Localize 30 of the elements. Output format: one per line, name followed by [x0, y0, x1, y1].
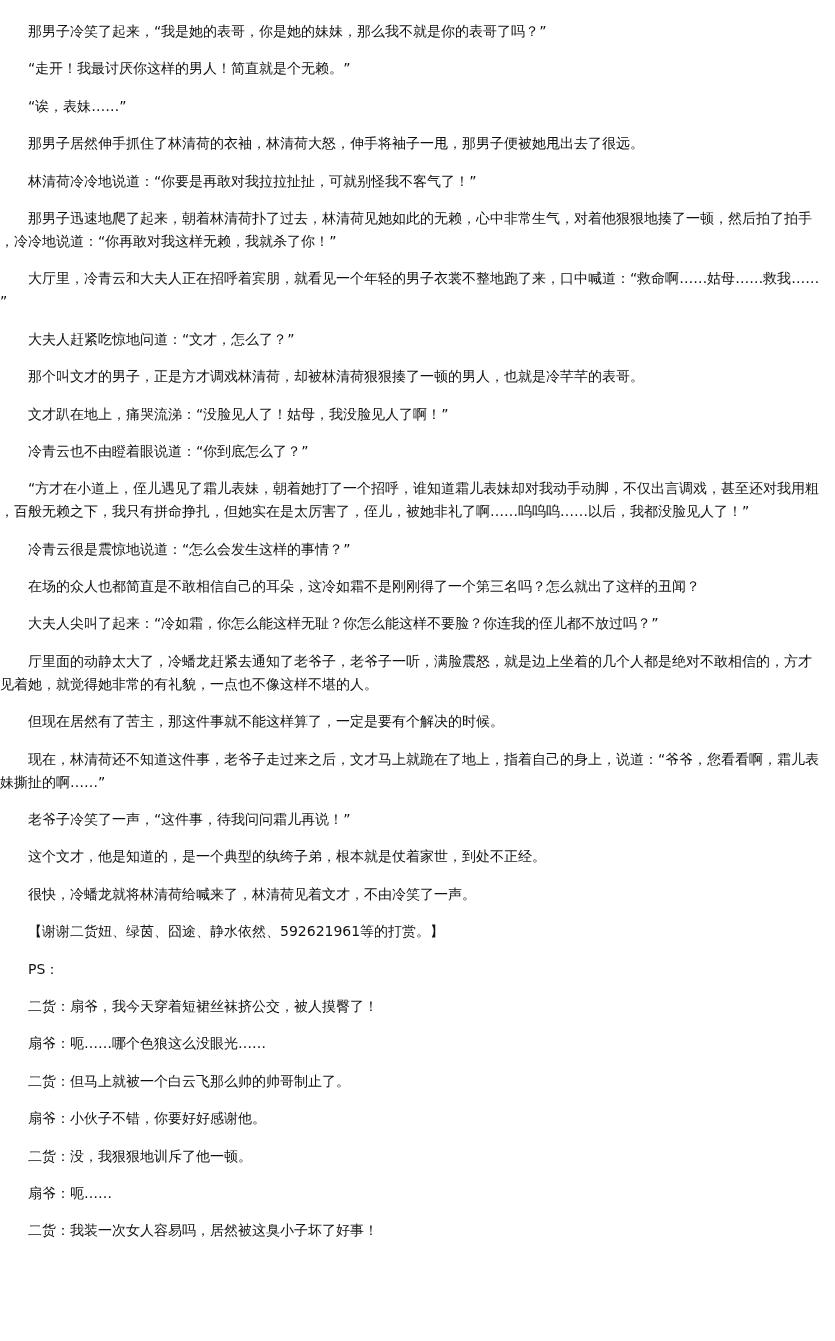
paragraph: 扇爷：小伙子不错，你要好好感谢他。	[27, 1109, 267, 1129]
paragraph: 那男子迅速地爬了起来，朝着林清荷扑了过去，林清荷见她如此的无赖，心中非常生气，对着他狠狠地揍了一顿，然后拍了拍手，冷冷地说道：“你再敢对我这样无赖，我就杀了你！”	[0, 208, 813, 251]
paragraph: 老爷子冷笑了一声，“这件事，待我问问霜儿再说！”	[27, 810, 352, 830]
paragraph: 冷青云很是震惊地说道：“怎么会发生这样的事情？”	[27, 539, 352, 559]
paragraph: 厅里面的动静太大了，冷蟠龙赶紧去通知了老爷子，老爷子一听，满脸震怒，就是边上坐着的几个人都是绝对不敢相信的，方才见着她，就觉得她非常的有礼貌，一点也不像这样不堪的人。	[0, 651, 813, 694]
paragraph: 大厅里，冷青云和大夫人正在招呼着宾朋，就看见一个年轻的男子衣裳不整地跑了来，口中喊道：“救命啊……姑母……救我……”	[0, 269, 821, 312]
paragraph: 林清荷冷冷地说道：“你要是再敢对我拉拉扯扯，可就别怪我不客气了！”	[27, 171, 478, 191]
paragraph: 那个叫文才的男子，正是方才调戏林清荷，却被林清荷狠狠揍了一顿的男人，也就是冷芊芊的表哥。	[27, 367, 645, 387]
paragraph: 很快，冷蟠龙就将林清荷给喊来了，林清荷见着文才，不由冷笑了一声。	[27, 884, 477, 904]
paragraph: 大夫人尖叫了起来：“冷如霜，你怎么能这样无耻？你怎么能这样不要脸？你连我的侄儿都不放过吗？”	[27, 614, 660, 634]
paragraph: 二货：没，我狠狠地训斥了他一顿。	[27, 1146, 253, 1166]
paragraph: 【谢谢二货妞、绿茵、囧途、静水依然、592621961等的打赏。】	[27, 922, 446, 942]
paragraph: 现在，林清荷还不知道这件事，老爷子走过来之后，文才马上就跪在了地上，指着自己的身上，说道：“爷爷，您看看啊，霜儿表妹撕扯的啊……”	[0, 749, 821, 792]
paragraph: 这个文才，他是知道的，是一个典型的纨绔子弟，根本就是仗着家世，到处不正经。	[27, 847, 547, 867]
paragraph: “诶，表妹……”	[27, 96, 128, 116]
paragraph: 二货：我装一次女人容易吗，居然被这臭小子坏了好事！	[27, 1221, 379, 1241]
paragraph: “走开！我最讨厌你这样的男人！简直就是个无赖。”	[27, 59, 352, 79]
paragraph: 二货：扇爷，我今天穿着短裙丝袜挤公交，被人摸臀了！	[27, 997, 379, 1016]
paragraph: 扇爷：呃……	[27, 1183, 113, 1203]
paragraph: 大夫人赶紧吃惊地问道：“文才，怎么了？”	[27, 329, 296, 349]
paragraph: 文才趴在地上，痛哭流涕：“没脸见人了！姑母，我没脸见人了啊！”	[27, 404, 450, 424]
paragraph: 那男子冷笑了起来，“我是她的表哥，你是她的妹妹，那么我不就是你的表哥了吗？”	[27, 22, 548, 41]
paragraph: PS：	[27, 959, 61, 979]
paragraph: 二货：但马上就被一个白云飞那么帅的帅哥制止了。	[27, 1071, 351, 1091]
paragraph: 但现在居然有了苦主，那这件事就不能这样算了，一定是要有个解决的时候。	[27, 712, 505, 732]
paragraph: “方才在小道上，侄儿遇见了霜儿表妹，朝着她打了一个招呼，谁知道霜儿表妹却对我动手动脚，不仅出言调戏，甚至还对我用粗，百般无赖之下，我只有拼命挣扎，但她实在是太厉害了，侄儿，被她非礼了啊……呜呜呜……以后，我都没脸见人了！”	[0, 479, 821, 522]
paragraph: 冷青云也不由瞪着眼说道：“你到底怎么了？”	[27, 441, 310, 461]
paragraph: 在场的众人也都简直是不敢相信自己的耳朵，这冷如霜不是刚刚得了一个第三名吗？怎么就出了这样的丑闻？	[27, 577, 701, 597]
paragraph: 那男子居然伸手抓住了林清荷的衣袖，林清荷大怒，伸手将袖子一甩，那男子便被她甩出去了很远。	[27, 134, 645, 154]
paragraph: 扇爷：呃……哪个色狼这么没眼光……	[27, 1034, 267, 1054]
